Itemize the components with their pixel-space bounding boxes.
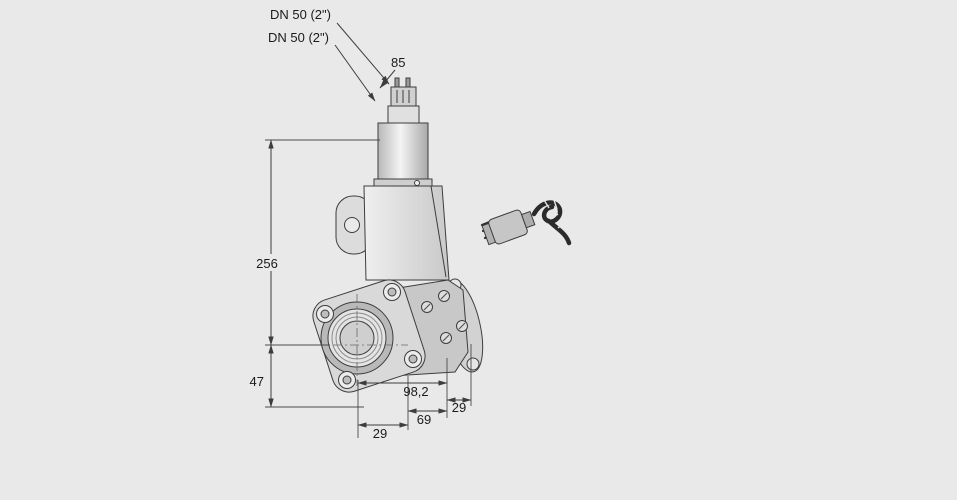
cable-texture-line: [557, 222, 565, 229]
label-dim-98-2: 98,2: [403, 384, 428, 399]
flange-bolt-head: [342, 375, 352, 385]
inlet-bore-inner: [339, 320, 375, 356]
housing-screw: [414, 180, 420, 186]
coil-flange: [373, 178, 433, 187]
dim-text-mask: [251, 254, 284, 271]
solenoid-coil: [377, 122, 429, 181]
flange-bolt-head: [387, 287, 397, 297]
bracket-hole: [344, 217, 360, 233]
screw-slot: [442, 334, 450, 342]
screw-slot: [440, 292, 448, 300]
inlet-flange-bolts: [316, 283, 422, 389]
label-dim-85: 85: [391, 55, 405, 70]
screw-slot: [458, 322, 466, 330]
label-dim-69: 69: [417, 412, 431, 427]
leader-dn-bottom: [334, 44, 376, 102]
flange-bolt-head: [320, 309, 330, 319]
flange-bolt-head: [408, 354, 418, 364]
label-dim-29-bottom: 29: [373, 426, 387, 441]
cable-tail: [546, 218, 572, 246]
screw-slot: [423, 303, 431, 311]
label-dn-top: DN 50 (2"): [270, 7, 331, 22]
cable-texture-line: [549, 213, 559, 220]
actuator-neck: [387, 105, 420, 124]
label-dn-bottom: DN 50 (2"): [268, 30, 329, 45]
valve-body: [312, 278, 484, 393]
label-dim-47: 47: [250, 374, 264, 389]
outlet-flange-bolt: [466, 357, 480, 371]
label-dim-256: 256: [256, 256, 278, 271]
body-face-screws: [421, 290, 468, 344]
cable-texture-line: [543, 199, 550, 209]
label-dim-29-right: 29: [452, 400, 466, 415]
cable-texture-line: [553, 199, 558, 210]
actuator-housing: [363, 185, 450, 281]
leader-dim-85: [379, 69, 396, 89]
solenoid-actuator: [335, 77, 450, 281]
housing-edge-line: [430, 185, 447, 278]
cable-plug-assembly: [480, 199, 572, 246]
cable-gland: [520, 210, 536, 229]
plug-body-group: [481, 209, 536, 246]
leader-dn-top: [336, 22, 390, 85]
dimension-annotations: DN 50 (2") DN 50 (2") 85 256 47 98,2 69 …: [250, 7, 472, 441]
